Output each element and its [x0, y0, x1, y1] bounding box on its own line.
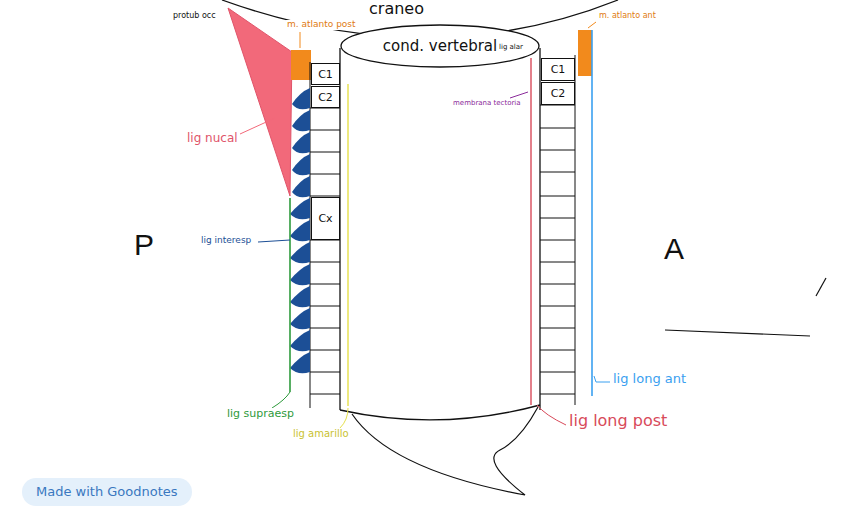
region-label: craneo — [368, 0, 425, 18]
vertebra-box: C2 — [311, 86, 340, 108]
ligament-label: lig long post — [568, 412, 668, 430]
supraspinous-line — [289, 198, 291, 392]
vertebra-label: Cx — [318, 212, 332, 225]
watermark: Made with Goodnotes — [22, 478, 192, 506]
part-label: m. atlanto post — [286, 20, 357, 30]
part-label: lig alar — [498, 44, 524, 52]
direction-label: P — [134, 228, 154, 261]
flavum-line — [347, 84, 348, 406]
part-label: membrana tectoria — [452, 100, 522, 108]
ligament-label: lig supraesp — [226, 408, 295, 420]
vertebra-label: C2 — [318, 91, 333, 104]
posterior-membrane — [291, 50, 311, 80]
canal-label: cond. vertebral — [383, 37, 497, 55]
vertebra-box: Cx — [311, 197, 340, 240]
ligament-label: lig nucal — [186, 132, 239, 145]
anterior-longitudinal-line — [591, 30, 593, 396]
ligament-label: lig amarillo — [292, 428, 350, 439]
direction-label: A — [664, 232, 684, 265]
nuchal-ligament — [228, 8, 292, 196]
vertebra-label: C1 — [551, 63, 566, 76]
anterior-membrane — [578, 30, 592, 76]
part-label: m. atlanto ant — [598, 12, 657, 21]
vertebra-label: C1 — [318, 68, 333, 81]
posterior-longitudinal-line — [530, 58, 531, 405]
vertebral-column — [310, 55, 575, 408]
vertebra-box: C1 — [311, 63, 340, 85]
vertebra-box: C1 — [541, 58, 575, 81]
vertebra-label: C2 — [551, 87, 566, 100]
vertebra-box: C2 — [541, 82, 575, 105]
interspinous-ligaments — [290, 88, 310, 373]
part-label: protub occ — [172, 12, 217, 21]
ligament-label: lig long ant — [612, 372, 687, 386]
ligament-label: lig interesp — [200, 236, 252, 246]
